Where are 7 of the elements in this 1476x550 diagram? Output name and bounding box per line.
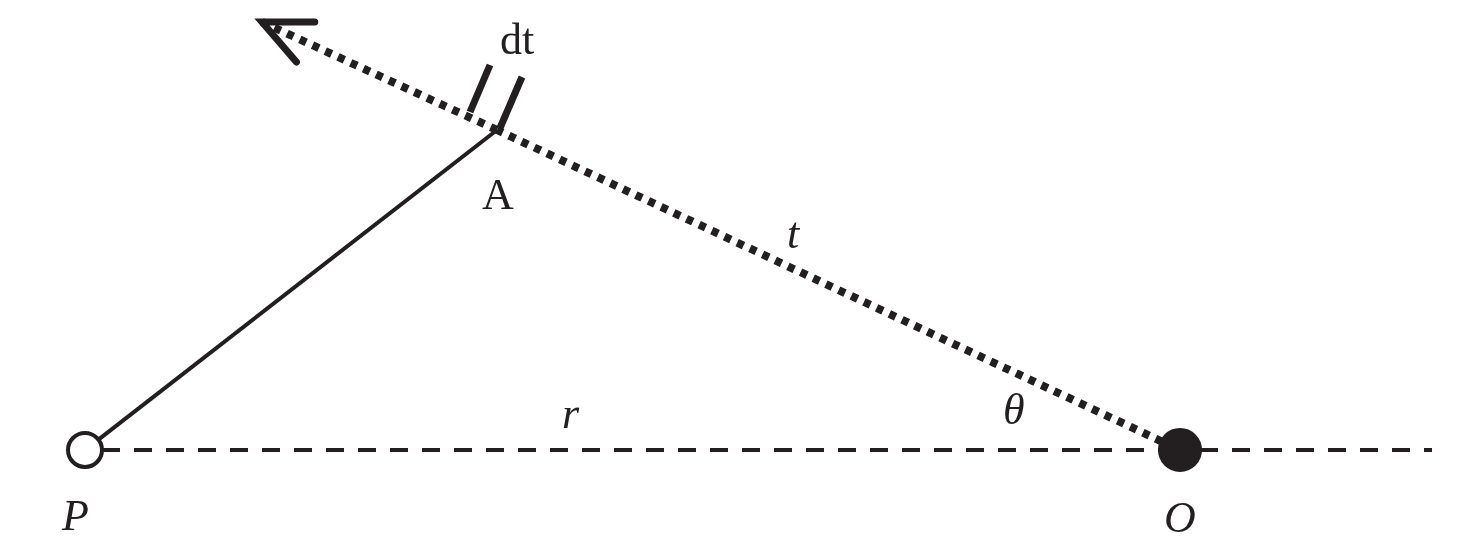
connector-line — [495, 126, 1164, 446]
point-label: A — [482, 173, 514, 217]
angle-label: θ — [1003, 388, 1025, 432]
dimension-label: dt — [500, 18, 535, 62]
point-label: O — [1164, 496, 1196, 540]
point-label: P — [62, 494, 89, 538]
connector-line — [1200, 448, 1432, 452]
